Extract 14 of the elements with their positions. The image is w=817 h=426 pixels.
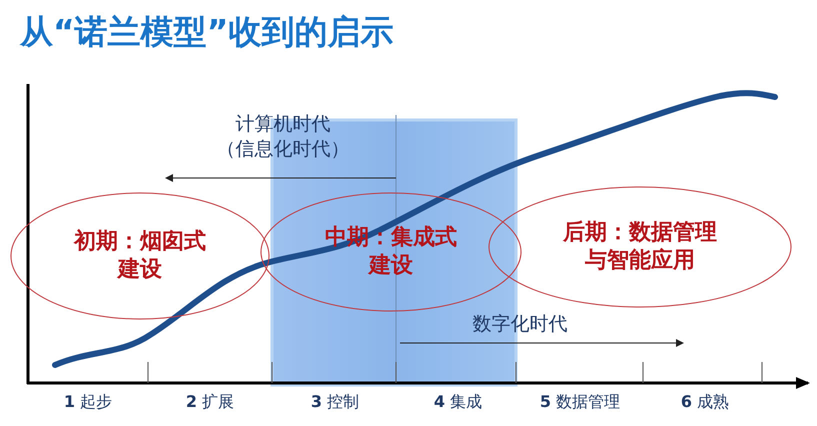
era-label: 计算机时代（信息化时代）: [216, 112, 350, 162]
axis-label: 2 扩展: [184, 392, 236, 413]
title: 从“诺兰模型”收到的启示: [20, 11, 394, 53]
ellipse-region: [260, 192, 522, 312]
axis-label: 1 起步: [62, 392, 114, 413]
axis-label: 3 控制: [310, 392, 360, 413]
stage-text: 初期：烟囱式建设: [72, 228, 207, 284]
ellipse-region: [488, 186, 792, 308]
axis-label: 4 集成: [432, 392, 484, 413]
stage-text: 后期：数据管理与智能应用: [562, 219, 718, 275]
ellipse-region: [10, 192, 270, 320]
axis-label: 6 成熟: [680, 392, 730, 413]
era-label: 数字化时代: [472, 312, 568, 337]
axis-label: 5 数据管理: [538, 392, 622, 413]
